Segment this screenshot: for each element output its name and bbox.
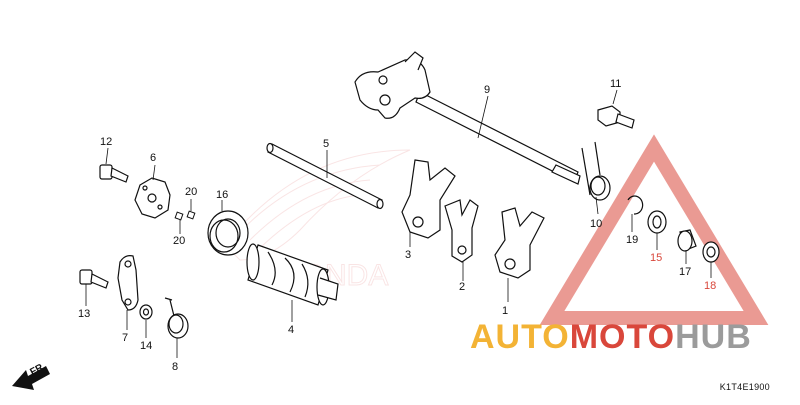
part-9-gearshift-spindle	[354, 51, 581, 185]
part-10-return-spring	[581, 141, 611, 201]
part-number-20-top: 20	[185, 186, 198, 198]
part-number-18: 18	[704, 280, 717, 292]
part-2-shift-fork	[444, 199, 479, 263]
part-number-16: 16	[216, 189, 229, 201]
part-number-13: 13	[78, 308, 91, 320]
part-1-shift-fork	[494, 207, 545, 279]
part-number-15: 15	[650, 252, 663, 264]
part-16-bearing	[207, 210, 249, 256]
part-4-shift-drum	[246, 243, 339, 306]
part-number-4: 4	[288, 324, 295, 336]
part-number-6: 6	[150, 152, 157, 164]
part-6-stopper-plate	[134, 177, 171, 219]
part-number-19: 19	[626, 234, 639, 246]
part-number-12: 12	[100, 136, 113, 148]
watermark-hub: HUB	[675, 318, 752, 356]
part-number-2: 2	[459, 281, 466, 293]
watermark-triangle	[539, 134, 769, 325]
part-number-17: 17	[679, 266, 692, 278]
watermark-auto: AUTO	[470, 318, 570, 356]
part-5-shift-fork-shaft	[266, 142, 384, 210]
part-number-14: 14	[140, 340, 153, 352]
part-number-3: 3	[405, 249, 412, 261]
part-number-7: 7	[122, 332, 129, 344]
part-number-5: 5	[323, 138, 330, 150]
part-20-dowel-pins	[174, 210, 196, 221]
diagram-reference-code: K1T4E1900	[719, 382, 770, 392]
part-8-stopper-spring	[164, 297, 189, 339]
part-12-bolt	[99, 164, 129, 183]
part-number-8: 8	[172, 361, 179, 373]
part-7-stopper-arm	[117, 255, 139, 311]
part-14-washer	[139, 304, 153, 320]
part-number-20-bottom: 20	[173, 235, 186, 247]
part-number-1: 1	[502, 305, 509, 317]
part-19-circlip	[627, 195, 644, 215]
part-11-bolt	[597, 105, 635, 129]
part-17-collar	[677, 229, 697, 252]
part-number-11: 11	[610, 78, 622, 90]
part-3-shift-fork	[401, 159, 456, 239]
part-15-washer	[647, 210, 667, 234]
front-direction-arrow	[12, 366, 50, 390]
part-number-10: 10	[590, 218, 603, 230]
watermark-logo-text: AUTOMOTOHUB	[470, 318, 752, 357]
part-18-oil-seal	[702, 241, 720, 263]
part-number-9: 9	[484, 84, 491, 96]
part-13-bolt	[79, 269, 109, 289]
leader-lines	[85, 89, 712, 358]
watermark-moto: MOTO	[569, 318, 676, 356]
